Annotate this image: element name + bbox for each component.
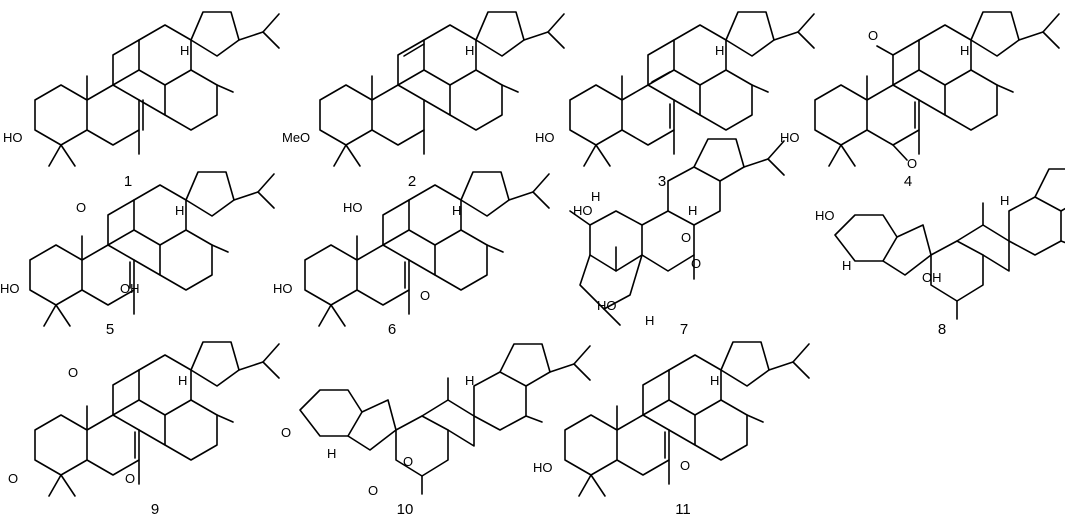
c6-hydroxyl-c3-label: HO — [273, 281, 293, 296]
c7-ether-label: O — [691, 256, 701, 271]
c9-ketone-c3-label: O — [8, 471, 18, 486]
compound-3-number: 3 — [658, 173, 666, 190]
c3-hydroxyl-label: HO — [535, 130, 555, 145]
c5-ketone-label: O — [76, 200, 86, 215]
c10-hydrogen-bottom-label: H — [327, 446, 336, 461]
c2-hydrogen-label: H — [465, 43, 474, 58]
c8-hydrogen-bottom-label: H — [842, 258, 851, 273]
compound-9-number: 9 — [151, 501, 159, 518]
compound-6-structure — [304, 171, 550, 327]
compound-3-structure — [569, 11, 815, 167]
c6-ketone-label: O — [420, 288, 430, 303]
compound-5-structure — [29, 171, 275, 327]
c4-hydroxyl-label: HO — [780, 130, 800, 145]
compound-1-structure — [34, 11, 280, 167]
c10-ketone-c3-label: O — [281, 425, 291, 440]
c9-ketone-c7-label: O — [125, 471, 135, 486]
c4-hydrogen-label: H — [960, 43, 969, 58]
compound-11-structure — [564, 341, 810, 497]
c7-ketone-label: O — [681, 230, 691, 245]
c4-ketone-c7-label: O — [907, 156, 917, 171]
c6-hydroxyl-c11-label: HO — [343, 200, 363, 215]
c8-hydroxyl-label: HO — [815, 208, 835, 223]
c1-hydroxyl-label: HO — [3, 130, 23, 145]
c10-ketone-c6-label: O — [368, 483, 378, 498]
compound-8-number: 8 — [938, 321, 946, 338]
c3-hydrogen-label: H — [715, 43, 724, 58]
compound-7-number: 7 — [680, 321, 688, 338]
c7-hydrogen-bottom-label: H — [645, 313, 654, 328]
compound-4-number: 4 — [904, 173, 912, 190]
c6-hydrogen-label: H — [452, 203, 461, 218]
c9-hydrogen-label: H — [178, 373, 187, 388]
c5-hydroxyl-c7-label: OH — [120, 281, 140, 296]
compound-2-number: 2 — [408, 173, 416, 190]
c2-methoxy-label: MeO — [282, 130, 310, 145]
compound-5-number: 5 — [106, 321, 114, 338]
c8-hydroxyl-c6-label: OH — [922, 270, 942, 285]
c5-hydroxyl-c3-label: HO — [0, 281, 20, 296]
compound-1-number: 1 — [124, 173, 132, 190]
c7-hydrogen-top-label: H — [591, 189, 600, 204]
compound-8-structure — [834, 168, 1065, 320]
c8-hydrogen-top-label: H — [1000, 193, 1009, 208]
c1-hydrogen-label: H — [180, 43, 189, 58]
compound-4-structure — [814, 11, 1060, 167]
compound-6-number: 6 — [388, 321, 396, 338]
c7-hydrogen-mid-label: H — [688, 203, 697, 218]
compound-10-number: 10 — [397, 501, 414, 518]
c9-ketone-c11-label: O — [68, 365, 78, 380]
c5-hydrogen-label: H — [175, 203, 184, 218]
c7-hydroxyl-bottom-label: HO — [597, 298, 617, 313]
c4-ketone-c11-label: O — [868, 28, 878, 43]
compound-11-number: 11 — [675, 501, 691, 518]
c11-hydroxyl-label: HO — [533, 460, 553, 475]
compound-9-structure — [34, 341, 280, 497]
c11-hydrogen-label: H — [710, 373, 719, 388]
c10-hydrogen-top-label: H — [465, 373, 474, 388]
c7-hydroxyl-top-label: HO — [573, 203, 593, 218]
c10-ketone-c7-label: O — [403, 454, 413, 469]
compound-2-structure — [319, 11, 565, 167]
c11-ketone-label: O — [680, 458, 690, 473]
compound-7-structure — [569, 138, 785, 326]
